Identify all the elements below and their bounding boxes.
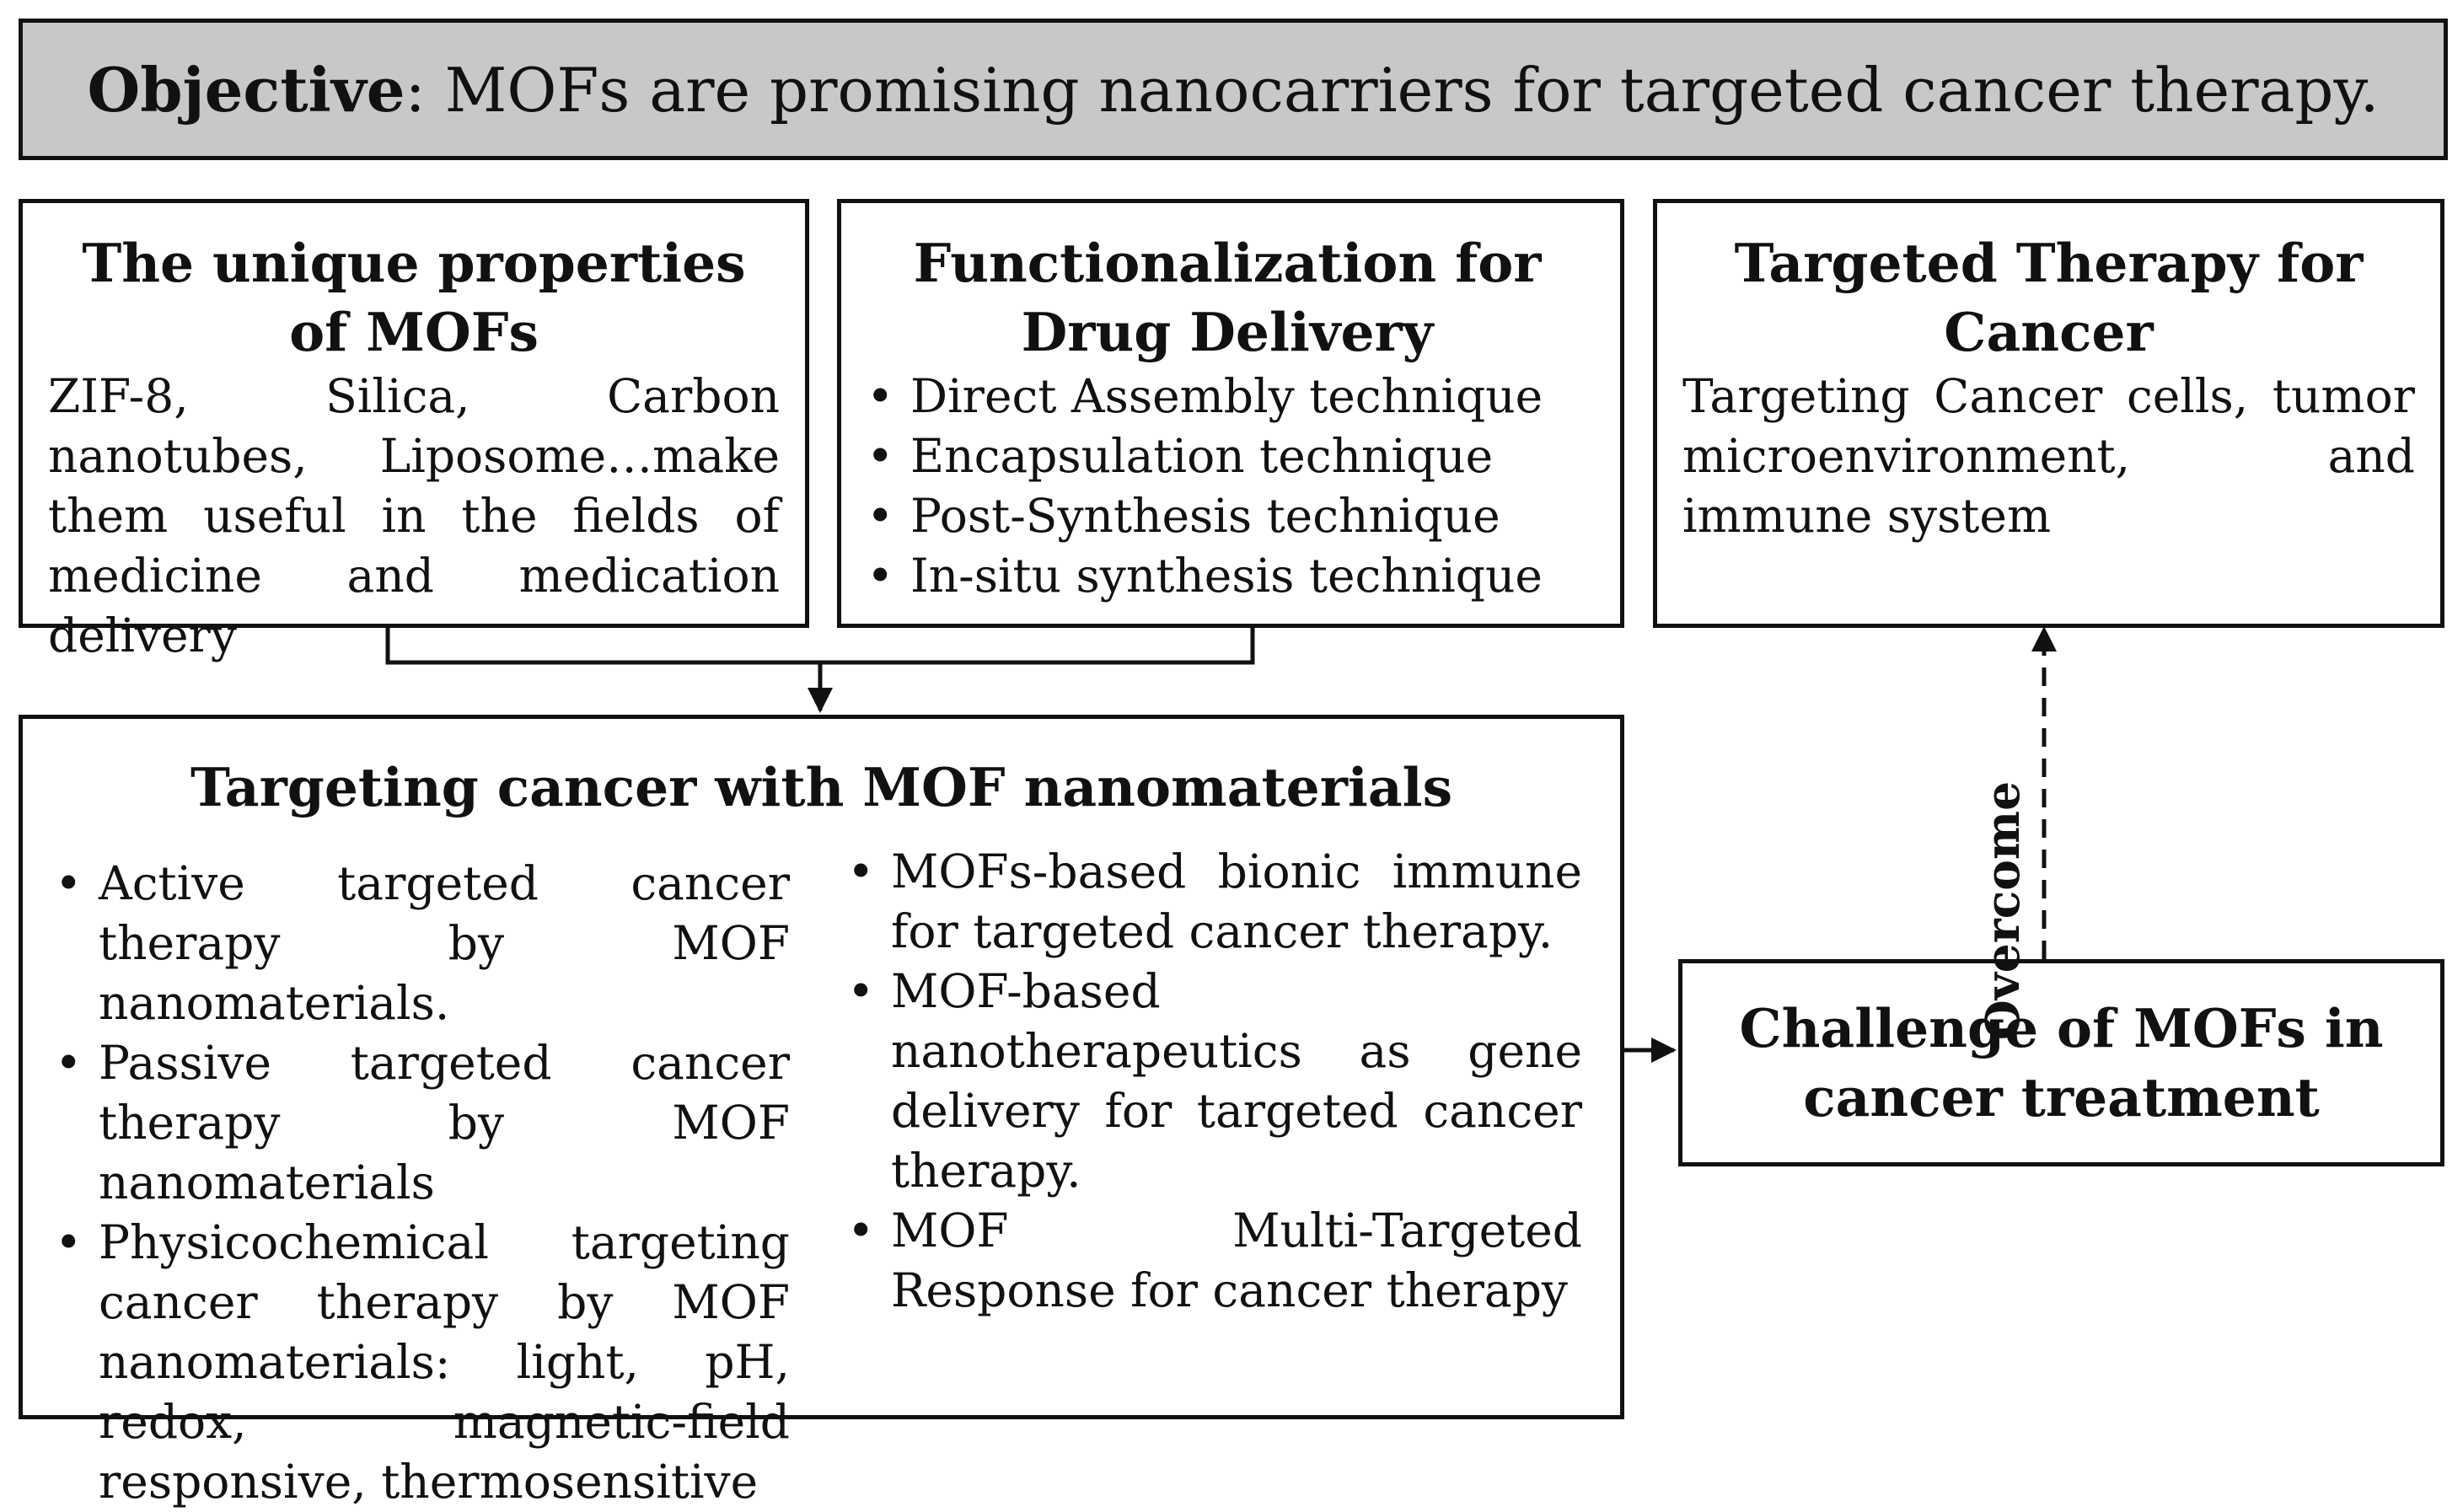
overcome-label: Overcome	[1975, 780, 2031, 1040]
objective-banner: Objective: MOFs are promising nanocarrie…	[19, 19, 2448, 160]
list-item: Physicochemical targeting cancer therapy…	[48, 1213, 790, 1512]
targeting-right-list: MOFs-based bionic immune for targeted ca…	[840, 842, 1582, 1512]
functionalization-title: Functionalization for Drug Delivery	[913, 232, 1542, 363]
properties-title: The unique properties of MOFs	[82, 232, 746, 363]
list-item: MOFs-based bionic immune for targeted ca…	[840, 842, 1582, 962]
challenge-title: Challenge of MOFs in cancer treatment	[1739, 997, 2384, 1129]
objective-text: Objective: MOFs are promising nanocarrie…	[87, 54, 2379, 126]
list-item: Direct Assembly technique	[860, 367, 1595, 426]
targeting-columns: Active targeted cancer therapy by MOF na…	[48, 842, 1595, 1512]
list-item: Post-Synthesis technique	[860, 486, 1595, 546]
functionalization-list: Direct Assembly technique Encapsulation …	[860, 367, 1595, 606]
properties-box: The unique properties of MOFs ZIF-8, Sil…	[19, 199, 809, 662]
list-item: In-situ synthesis technique	[860, 546, 1595, 606]
targeting-box: Targeting cancer with MOF nanomaterials …	[19, 715, 1624, 1509]
targeted-therapy-box: Targeted Therapy for Cancer Targeting Ca…	[1653, 199, 2444, 628]
properties-body: ZIF-8, Silica, Carbon nanotubes, Liposom…	[48, 369, 780, 662]
challenge-box: Challenge of MOFs in cancer treatment	[1678, 959, 2444, 1166]
targeting-left-list: Active targeted cancer therapy by MOF na…	[48, 854, 790, 1512]
functionalization-box: Functionalization for Drug Delivery Dire…	[837, 199, 1624, 628]
objective-label: Objective	[87, 53, 405, 126]
targeted-therapy-body: Targeting Cancer cells, tumor microenvir…	[1682, 369, 2415, 543]
list-item: Encapsulation technique	[860, 426, 1595, 486]
list-item: MOF-based nanotherapeutics as gene deliv…	[840, 962, 1582, 1201]
targeted-therapy-title: Targeted Therapy for Cancer	[1734, 232, 2364, 363]
overcome-label-wrap: Overcome	[1976, 780, 2031, 1039]
targeting-title: Targeting cancer with MOF nanomaterials	[190, 756, 1453, 818]
list-item: Passive targeted cancer therapy by MOF n…	[48, 1033, 790, 1213]
list-item: MOF Multi-Targeted Response for cancer t…	[840, 1201, 1582, 1321]
objective-statement: : MOFs are promising nanocarriers for ta…	[405, 54, 2380, 126]
list-item: Active targeted cancer therapy by MOF na…	[48, 854, 790, 1033]
